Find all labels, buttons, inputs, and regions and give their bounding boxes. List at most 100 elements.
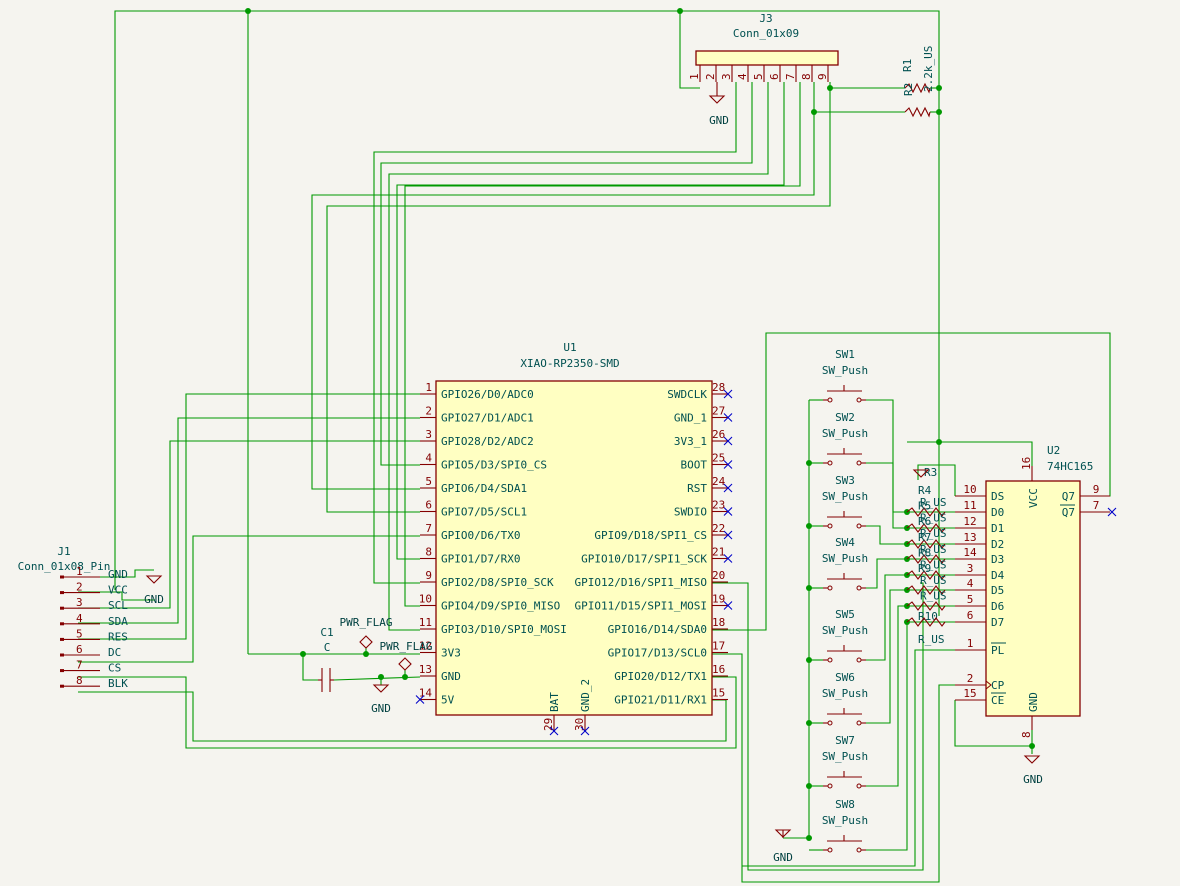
u2-74hc165[interactable]: U2 74HC165 10DS11D012D113D214D33D44D55D6… bbox=[955, 444, 1117, 738]
u1-pin-20-num: 20 bbox=[712, 569, 725, 582]
u2-pin-d4-name: D4 bbox=[991, 569, 1005, 582]
r1-ref: R1 bbox=[901, 59, 914, 72]
u2-pin-d1-name: D1 bbox=[991, 522, 1004, 535]
svg-text:GND: GND bbox=[773, 851, 793, 864]
bank-resistor-6 bbox=[906, 585, 946, 595]
j1-pin-2-num: 2 bbox=[76, 581, 83, 594]
u1-pin-27-num: 27 bbox=[712, 405, 725, 418]
sw8-ref: SW8 bbox=[835, 798, 855, 811]
svg-text:GND: GND bbox=[1023, 773, 1043, 786]
bank-resistor-8 bbox=[906, 617, 946, 627]
u1-pin-13-num: 13 bbox=[419, 663, 432, 676]
u2-pin-15-num: 15 bbox=[963, 687, 976, 700]
sw2-value: SW_Push bbox=[822, 427, 868, 440]
r10-ref: R10 bbox=[918, 610, 938, 623]
u2-pin-3-num: 3 bbox=[967, 562, 974, 575]
bank-ref-R5: R5 bbox=[918, 500, 931, 513]
j1-pin-5-name: RES bbox=[108, 630, 128, 643]
u1-pin-26-name: 3V3_1 bbox=[674, 435, 707, 448]
u1-pin-7-name: GPIO0/D6/TX0 bbox=[441, 529, 520, 542]
resistor-bank[interactable]: R3 R10 R_US R4R5R6R7R8R9R_USR_USR_USR_US… bbox=[906, 466, 947, 646]
u2-pin-1-num: 1 bbox=[967, 637, 974, 650]
u1-pin-3-name: GPIO28/D2/ADC2 bbox=[441, 435, 534, 448]
bank-resistor-5 bbox=[906, 570, 946, 580]
u2-pin-9-num: 9 bbox=[1093, 483, 1100, 496]
j3-pin-3: 3 bbox=[720, 73, 733, 80]
u1-pin-10-name: GPIO4/D9/SPI0_MISO bbox=[441, 600, 560, 613]
j1-pin-8-num: 8 bbox=[76, 674, 83, 687]
sw3-ref: SW3 bbox=[835, 474, 855, 487]
u1-pin-19-num: 19 bbox=[712, 593, 725, 606]
u1-pin-9-name: GPIO2/D8/SPI0_SCK bbox=[441, 576, 554, 589]
u2-pin-4-num: 4 bbox=[967, 577, 974, 590]
u1-pin-27-name: GND_1 bbox=[674, 412, 707, 425]
resistor-r1-r2[interactable]: R1 2.2k_US R2 bbox=[901, 46, 935, 118]
j1-pin-5-num: 5 bbox=[76, 627, 83, 640]
bank-ref-R9: R9 bbox=[918, 562, 931, 575]
u2-pin-d5-name: D5 bbox=[991, 584, 1004, 597]
j1-value: Conn_01x08_Pin bbox=[18, 560, 111, 573]
pwr-flag-2: PWR_FLAG bbox=[380, 640, 432, 671]
u1-pin-16-num: 16 bbox=[712, 663, 725, 676]
u1-pin-30-num: 30 bbox=[573, 718, 586, 731]
u1-pin-21-name: GPIO10/D17/SPI1_SCK bbox=[581, 553, 707, 566]
u1-pin-9-num: 9 bbox=[425, 569, 432, 582]
j3-pin-7: 7 bbox=[784, 73, 797, 80]
u1-pin-23-num: 23 bbox=[712, 499, 725, 512]
r3-ref: R3 bbox=[924, 466, 937, 479]
j1-pin-4-num: 4 bbox=[76, 612, 83, 625]
j3-value: Conn_01x09 bbox=[733, 27, 799, 40]
sw4-value: SW_Push bbox=[822, 552, 868, 565]
u1-value: XIAO-RP2350-SMD bbox=[520, 357, 619, 370]
j1-ref: J1 bbox=[57, 545, 70, 558]
u1-pin-25-num: 25 bbox=[712, 452, 725, 465]
u1-pin-1-name: GPIO26/D0/ADC0 bbox=[441, 388, 534, 401]
u1-pin-26-num: 26 bbox=[712, 428, 725, 441]
j3-pin-4: 4 bbox=[736, 73, 749, 80]
u2-pin-11-num: 11 bbox=[963, 499, 976, 512]
capacitor-c1[interactable]: C1 C bbox=[318, 626, 334, 692]
u2-pin-cp-name: CP bbox=[991, 679, 1005, 692]
r1-value: 2.2k_US bbox=[922, 46, 935, 92]
sw8-value: SW_Push bbox=[822, 814, 868, 827]
u1-pin-11-num: 11 bbox=[419, 616, 432, 629]
sw7-value: SW_Push bbox=[822, 750, 868, 763]
sw6-value: SW_Push bbox=[822, 687, 868, 700]
sw1-ref: SW1 bbox=[835, 348, 855, 361]
sw2-ref: SW2 bbox=[835, 411, 855, 424]
u1-pin-4-name: GPIO5/D3/SPI0_CS bbox=[441, 459, 547, 472]
j1-pin-7-name: CS bbox=[108, 662, 121, 675]
j1-pin-4-name: SDA bbox=[108, 615, 128, 628]
u2-pin-vcc-name: VCC bbox=[1027, 488, 1040, 508]
u1-pin-14-name: 5V bbox=[441, 694, 455, 707]
u2-pin-10-num: 10 bbox=[963, 483, 976, 496]
u1-pin-2-num: 2 bbox=[425, 405, 432, 418]
u1-pin-6-name: GPIO7/D5/SCL1 bbox=[441, 506, 527, 519]
sw7-ref: SW7 bbox=[835, 734, 855, 747]
u2-pin-d0-name: D0 bbox=[991, 506, 1004, 519]
svg-text:GND: GND bbox=[371, 702, 391, 715]
u1-pin-13-name: GND bbox=[441, 670, 461, 683]
svg-text:GND: GND bbox=[144, 593, 164, 606]
j1-pin-8-name: BLK bbox=[108, 677, 128, 690]
u2-pin-9-name: Q7 bbox=[1062, 490, 1075, 503]
j1-pin-3-name: SCL bbox=[108, 599, 128, 612]
u1-pin-4-num: 4 bbox=[425, 452, 432, 465]
u1-xiao-rp2350[interactable]: U1 XIAO-RP2350-SMD 1GPIO26/D0/ADC02GPIO2… bbox=[415, 341, 733, 736]
u2-pin-13-num: 13 bbox=[963, 531, 976, 544]
u1-pin-18-num: 18 bbox=[712, 616, 725, 629]
bank-value: R_US bbox=[920, 527, 947, 540]
u1-pin-28-num: 28 bbox=[712, 381, 725, 394]
u2-pin-7-name: Q7 bbox=[1062, 506, 1075, 519]
j1-pin-6-name: DC bbox=[108, 646, 121, 659]
